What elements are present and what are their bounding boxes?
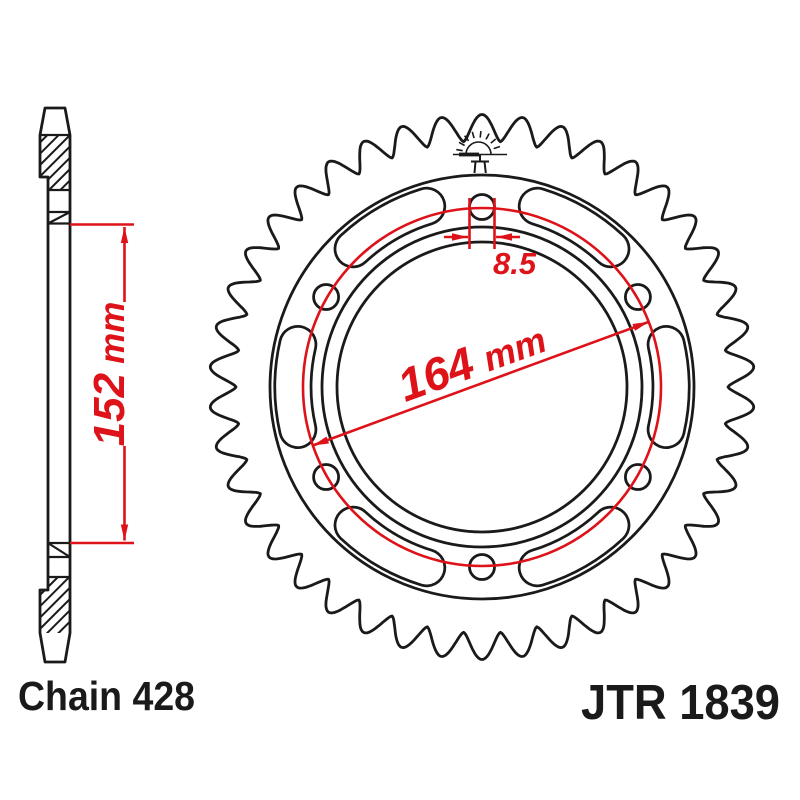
bolt-hole <box>624 283 652 311</box>
bolt-circle-dimension: 164mm <box>312 310 650 447</box>
mounting-slot <box>276 327 315 447</box>
tooth-hatch-top <box>40 135 70 190</box>
plate-circle <box>268 173 696 601</box>
rising-sun-icon <box>453 131 507 174</box>
chain-size-label: Chain 428 <box>18 673 195 719</box>
bolt-hole-dimension: 8.5 <box>444 198 537 281</box>
sun-dome <box>465 141 492 155</box>
mounting-slot <box>649 327 688 447</box>
mounting-slot <box>520 508 628 585</box>
sun-horizon-bar <box>459 152 479 157</box>
tooth-ring <box>208 113 756 661</box>
bolt-circle-red <box>301 206 663 568</box>
sprocket-front-view <box>208 113 756 661</box>
bolt-hole <box>624 463 652 491</box>
bore-circle <box>335 240 629 534</box>
bolt-circle-dimension-label: 164mm <box>391 310 552 411</box>
side-profile-section-lines <box>40 133 71 579</box>
mounting-slot <box>336 508 444 585</box>
bore-dimension-label: 152mm <box>85 302 134 447</box>
hub-ring-circle <box>320 225 644 549</box>
side-view <box>38 106 72 664</box>
bolt-hole-dimension-label: 8.5 <box>493 246 537 281</box>
sun-stand <box>471 155 489 174</box>
bolt-hole <box>468 553 496 581</box>
bore-extension-lines <box>70 223 134 545</box>
bolt-hole-extension-lines <box>468 198 496 249</box>
bolt-hole <box>312 463 341 491</box>
bore-diameter-dimension: 152mm <box>70 223 134 545</box>
tooth-hatch-bottom <box>40 577 70 633</box>
part-number-label: JTR 1839 <box>581 676 780 730</box>
mounting-slot <box>520 189 628 266</box>
bolt-circle-dim-line <box>312 320 650 447</box>
bolt-hole <box>312 283 341 311</box>
sun-rays <box>456 131 501 152</box>
mounting-slot <box>336 189 444 266</box>
